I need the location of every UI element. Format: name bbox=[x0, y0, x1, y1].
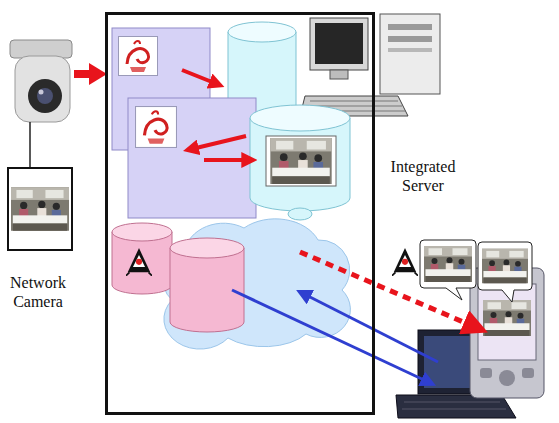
pda-icon bbox=[480, 368, 492, 378]
app-panel bbox=[136, 107, 177, 148]
request-arrow bbox=[232, 290, 438, 380]
request-arrow bbox=[232, 290, 424, 380]
camera-snapshot bbox=[11, 187, 69, 231]
node-label: Network Camera bbox=[2, 273, 74, 311]
server-computer bbox=[300, 14, 440, 116]
pda-icon bbox=[522, 368, 534, 378]
data-flow-arrow bbox=[196, 136, 246, 148]
push-arrow bbox=[300, 252, 468, 324]
app-panel bbox=[128, 98, 256, 218]
camera-node: Network Camera bbox=[2, 40, 74, 315]
storage-cylinder bbox=[228, 22, 296, 42]
storage-cylinder bbox=[270, 138, 331, 184]
node-label: Integrated Server bbox=[380, 157, 466, 195]
network-cloud bbox=[163, 219, 351, 349]
speech-bubble bbox=[478, 242, 532, 302]
java-cylinder bbox=[170, 238, 244, 258]
data-flow-arrow bbox=[182, 70, 212, 82]
duke-icon bbox=[392, 248, 418, 276]
storage-cylinder bbox=[250, 105, 350, 211]
server-frame: Integrated Server bbox=[105, 12, 375, 415]
server-computer bbox=[388, 24, 432, 30]
pda-icon bbox=[483, 300, 531, 336]
app-panel bbox=[128, 98, 256, 218]
server-computer bbox=[310, 18, 368, 70]
camera-icon bbox=[10, 40, 72, 122]
java-cylinder bbox=[112, 223, 244, 332]
network-cloud bbox=[163, 219, 351, 349]
camera-snapshot bbox=[8, 168, 72, 250]
camera-icon bbox=[10, 40, 72, 58]
speech-bubble bbox=[420, 240, 532, 302]
camera-icon bbox=[37, 88, 53, 104]
leader-line bbox=[30, 122, 31, 168]
data-flow-arrow bbox=[182, 70, 246, 160]
storage-cylinder bbox=[266, 136, 336, 186]
java-cylinder bbox=[126, 248, 152, 276]
storage-cylinder bbox=[250, 105, 350, 131]
leader-line bbox=[29, 122, 31, 168]
camera-snapshot bbox=[8, 168, 72, 250]
video-stream-arrow bbox=[74, 70, 89, 78]
app-panel bbox=[119, 37, 158, 76]
server-computer bbox=[388, 48, 432, 52]
java-cylinder bbox=[112, 223, 172, 241]
duke-icon bbox=[392, 248, 418, 276]
server-computer bbox=[380, 14, 440, 94]
push-arrow bbox=[300, 252, 468, 324]
storage-cylinder bbox=[250, 118, 350, 211]
pda-icon bbox=[499, 370, 515, 386]
speech-bubble bbox=[482, 249, 528, 284]
camera-icon bbox=[39, 90, 44, 95]
thought-bubbles bbox=[288, 208, 312, 220]
laptop-icon bbox=[402, 402, 506, 409]
speech-bubble bbox=[420, 240, 476, 300]
camera-icon bbox=[28, 79, 62, 113]
speech-bubble bbox=[424, 246, 472, 282]
data-flow-arrow bbox=[204, 158, 244, 162]
server-computer bbox=[315, 23, 363, 64]
server-computer bbox=[330, 70, 348, 79]
server-computer bbox=[388, 36, 432, 42]
camera-icon bbox=[15, 56, 70, 122]
